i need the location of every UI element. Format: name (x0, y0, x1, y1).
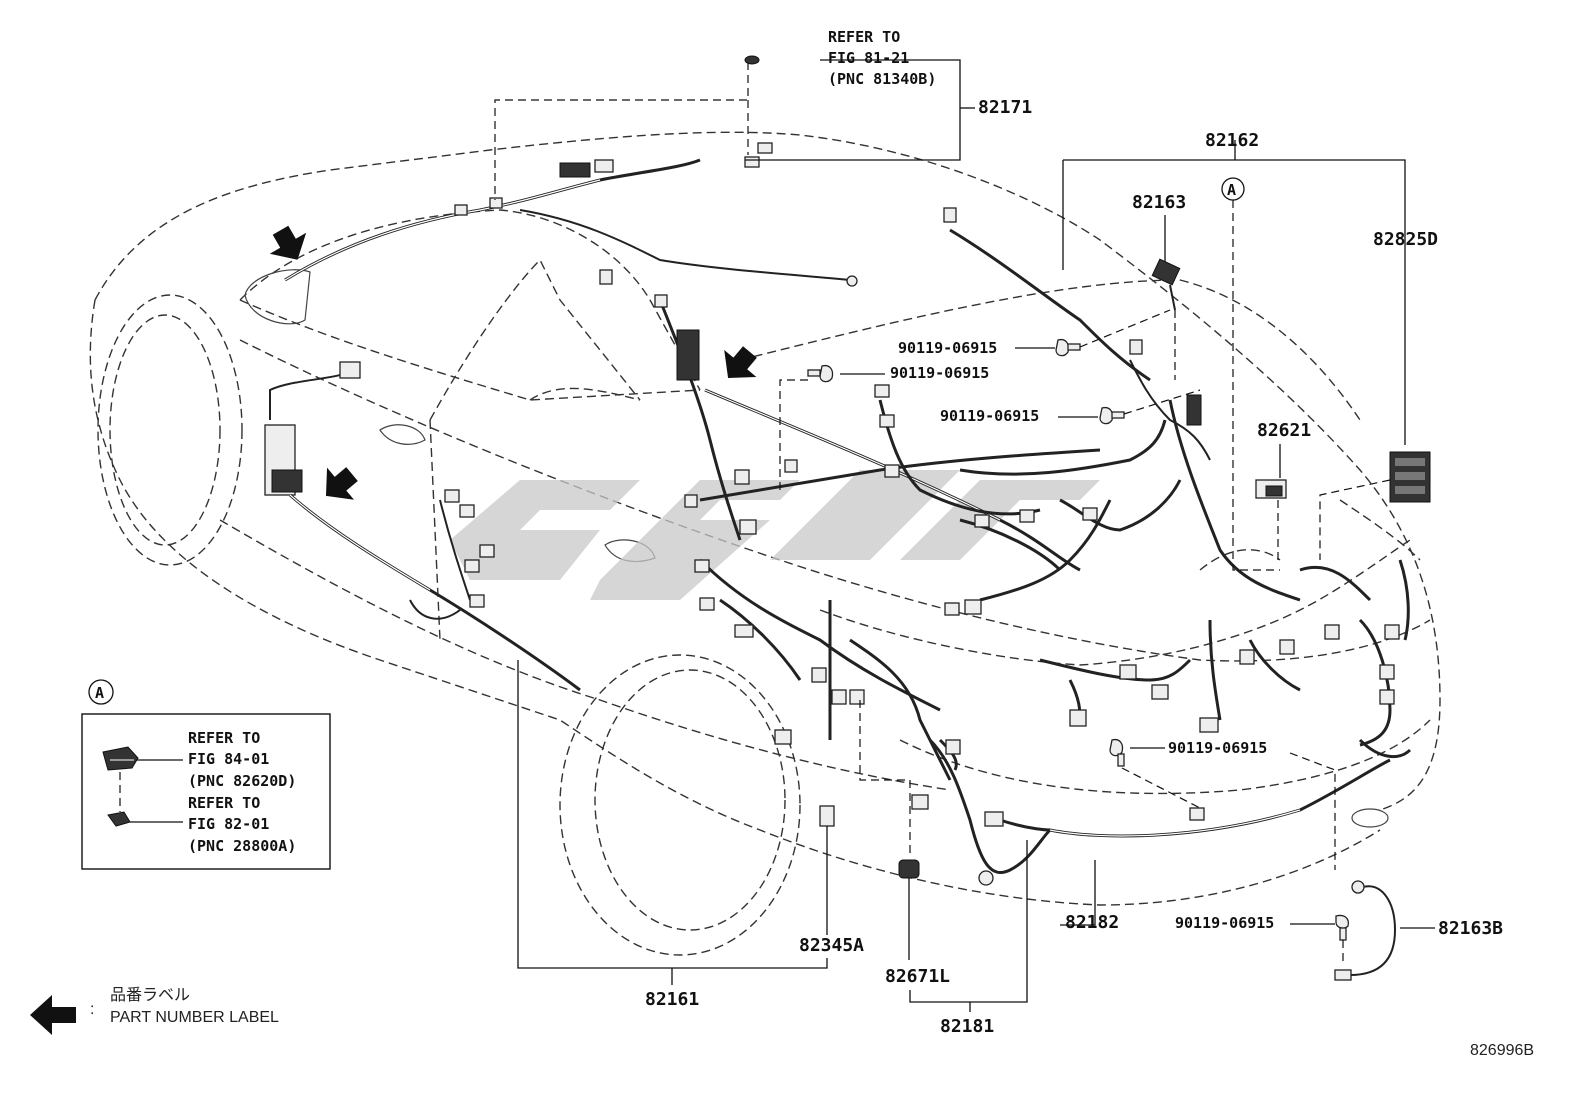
clamp-icon (107, 811, 131, 827)
bolt-icon (1109, 738, 1125, 767)
connector-icon (102, 746, 139, 771)
callout-bolt-1: 90119-06915 (898, 309, 1171, 357)
label-82671L: 82671L (885, 966, 950, 987)
harness-rear (943, 207, 1410, 747)
part-number-label-arrow-3 (325, 467, 358, 500)
callout-82171: REFER TO FIG 81-21 (PNC 81340B) 82171 (494, 28, 1032, 200)
label-bolt-2: 90119-06915 (890, 364, 989, 382)
callout-82825D: 82825D (1319, 229, 1438, 560)
label-82621: 82621 (1257, 420, 1311, 441)
label-bolt-3: 90119-06915 (940, 407, 1039, 425)
callout-bolt-2: 90119-06915 (779, 364, 989, 490)
bolt-icon (807, 364, 834, 383)
label-82345A: 82345A (799, 935, 864, 956)
detail-ref2-line-2: FIG 82-01 (188, 815, 269, 833)
legend: : 品番ラベル PART NUMBER LABEL (30, 986, 279, 1035)
top-ref-line-1: REFER TO (828, 28, 900, 46)
legend-separator: : (90, 1001, 94, 1018)
callout-82163: 82163 (1132, 192, 1186, 380)
bolt-icon (1335, 914, 1350, 941)
callout-82345A: 82345A (799, 805, 864, 956)
detail-ref2-line-3: (PNC 28800A) (188, 837, 296, 855)
bolt-icon (1055, 338, 1081, 357)
harness-pillar (599, 269, 1081, 572)
label-82163B: 82163B (1438, 918, 1503, 939)
label-82163: 82163 (1132, 192, 1186, 213)
top-ref-line-2: FIG 81-21 (828, 49, 909, 67)
callout-82181: 82181 (909, 840, 1028, 1037)
label-bolt-4: 90119-06915 (1168, 739, 1267, 757)
detail-ref1-line-2: FIG 84-01 (188, 750, 269, 768)
circle-a-marker: A (1221, 177, 1280, 571)
figure-code: 826996B (1470, 1042, 1534, 1059)
part-number-label-arrow-1 (269, 225, 307, 260)
label-82161: 82161 (645, 989, 699, 1010)
label-bolt-1: 90119-06915 (898, 339, 997, 357)
callout-82671L: 82671L (859, 700, 950, 987)
legend-jp-label: 品番ラベル (110, 986, 190, 1004)
legend-en-label: PART NUMBER LABEL (110, 1009, 279, 1026)
detail-ref1-line-3: (PNC 82620D) (188, 772, 296, 790)
bolt-icon (1099, 406, 1125, 425)
label-82162: 82162 (1205, 130, 1259, 151)
label-82825D: 82825D (1373, 229, 1438, 250)
detail-ref2-line-1: REFER TO (188, 794, 260, 812)
callout-82182: 82182 (1060, 860, 1119, 933)
legend-arrow-icon (30, 995, 76, 1035)
harness-trunk-floor (684, 459, 961, 781)
detail-box-a: A REFER TO FIG 84-01 (PNC 82620D) REFER … (81, 679, 331, 870)
part-number-label-arrow-2 (724, 346, 757, 379)
callout-bolt-4: 90119-06915 (1109, 738, 1336, 870)
harness-front-door (264, 361, 581, 692)
harness-floor-main (699, 339, 1301, 616)
harness-rear-bumper (911, 738, 1412, 886)
detail-box-marker: A (95, 684, 104, 702)
harness-roof (284, 142, 858, 287)
callout-82162: 82162 (1062, 130, 1406, 445)
label-82181: 82181 (940, 1016, 994, 1037)
label-82182: 82182 (1065, 912, 1119, 933)
label-82171: 82171 (978, 97, 1032, 118)
detail-ref1-line-1: REFER TO (188, 729, 260, 747)
callout-82161: 82161 (517, 660, 828, 1010)
top-ref-line-3: (PNC 81340B) (828, 70, 936, 88)
car-body-outline (89, 131, 1441, 956)
callout-82163B: 90119-06915 82163B (1175, 880, 1503, 981)
callout-bolt-3: 90119-06915 (940, 389, 1201, 425)
svg-text:A: A (1227, 181, 1236, 199)
label-bolt-5: 90119-06915 (1175, 914, 1274, 932)
callout-82621: 82621 (1255, 420, 1311, 560)
